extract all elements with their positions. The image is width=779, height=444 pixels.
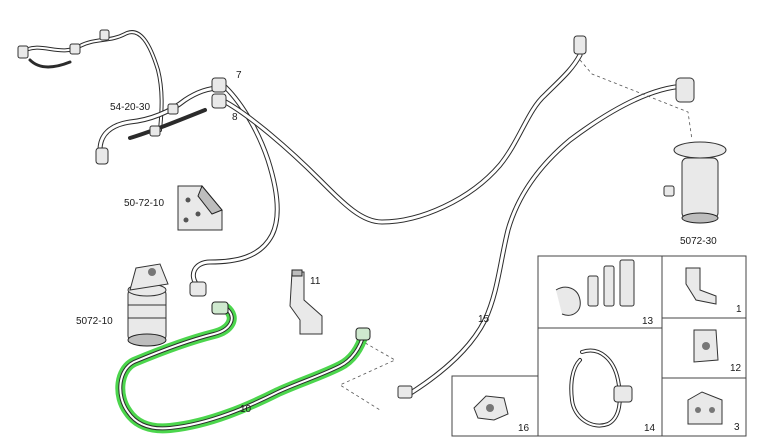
clip-part-13 (555, 259, 635, 316)
fuel-pump-module (663, 141, 727, 224)
callout-7: 7 (236, 70, 242, 81)
ref-5072-30: 5072-30 (680, 236, 717, 247)
pipe-7-and-8 (189, 35, 587, 297)
fuel-pipe-10-highlighted[interactable] (115, 301, 371, 434)
callout-1: 1 (736, 304, 742, 315)
pipe-15 (397, 77, 695, 399)
fuel-filter-assembly (127, 263, 169, 347)
part-callouts: 7 8 10 11 15 13 1 12 3 14 16 (232, 70, 742, 434)
strap-part-14 (569, 348, 633, 428)
callout-12: 12 (730, 363, 742, 374)
ref-54-20-30: 54-20-30 (110, 102, 150, 113)
assembly-guide-lines (339, 59, 693, 411)
parts-detail-panel (451, 255, 747, 437)
callout-15: 15 (478, 314, 490, 325)
callout-13: 13 (642, 316, 654, 327)
callout-16: 16 (518, 423, 530, 434)
clip-part-12 (693, 329, 719, 363)
wiring-harness-assembly (17, 29, 223, 165)
pipe-bracket (289, 269, 323, 335)
clip-part-1 (685, 267, 717, 305)
clip-part-16 (473, 395, 509, 421)
callout-14: 14 (644, 423, 656, 434)
ref-5072-10: 5072-10 (76, 316, 113, 327)
clip-part-3 (687, 391, 723, 425)
callout-8: 8 (232, 112, 238, 123)
ref-50-72-10: 50-72-10 (124, 198, 164, 209)
reference-labels: 54-20-30 50-72-10 5072-10 5072-30 (76, 102, 717, 327)
callout-10[interactable]: 10 (240, 404, 252, 415)
callout-3: 3 (734, 422, 740, 433)
callout-11: 11 (310, 276, 321, 287)
mounting-bracket (177, 185, 223, 231)
